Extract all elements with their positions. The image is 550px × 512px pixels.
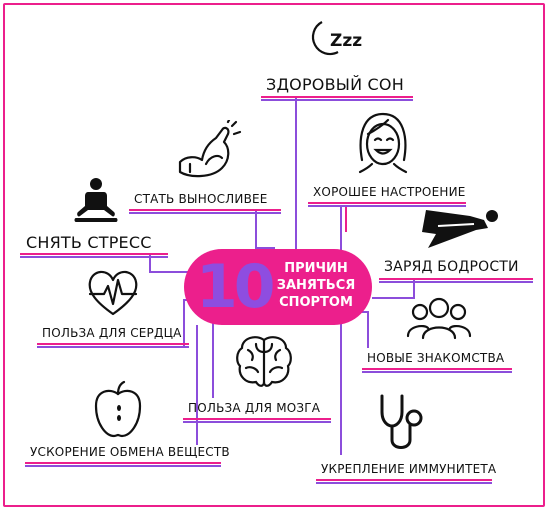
underline-heart-benefit — [37, 343, 189, 348]
underline-relieve-stress — [20, 253, 168, 258]
label-relieve-stress: СНЯТЬ СТРЕСС — [26, 233, 152, 252]
label-immunity: УКРЕПЛЕНИЕ ИММУНИТЕТА — [321, 462, 497, 476]
meditation-icon — [74, 178, 118, 222]
center-title-line-1: ПРИЧИН — [284, 261, 348, 276]
svg-text:Zzz: Zzz — [330, 31, 362, 51]
flexed-arm-icon — [178, 120, 242, 178]
label-good-mood: ХОРОШЕЕ НАСТРОЕНИЕ — [313, 185, 466, 199]
outer-frame — [3, 3, 545, 507]
connector-contacts — [356, 311, 369, 348]
underline-good-mood — [308, 202, 466, 207]
label-healthy-sleep: ЗДОРОВЫЙ СОН — [266, 75, 404, 94]
underline-energy-boost — [379, 278, 533, 283]
underline-new-contacts — [362, 368, 512, 373]
center-title: ПРИЧИН ЗАНЯТЬСЯ СПОРТОМ — [271, 260, 361, 311]
connector-energy — [372, 280, 415, 299]
brain-icon — [236, 336, 292, 387]
zzz-icon: Zzz — [311, 21, 362, 56]
center-title-line-2: ЗАНЯТЬСЯ — [276, 278, 356, 293]
center-badge — [184, 249, 372, 325]
label-heart-benefit: ПОЛЬЗА ДЛЯ СЕРДЦА — [42, 326, 182, 340]
underline-brain-benefit — [183, 418, 331, 423]
stethoscope-icon — [380, 394, 423, 449]
flying-person-icon — [422, 210, 498, 248]
underline-metabolism — [25, 462, 221, 467]
underline-endurance — [129, 209, 281, 214]
apple-icon — [94, 380, 142, 438]
label-metabolism: УСКОРЕНИЕ ОБМЕНА ВЕЩЕСТВ — [30, 445, 230, 459]
center-number: 10 — [196, 252, 275, 322]
label-brain-benefit: ПОЛЬЗА ДЛЯ МОЗГА — [188, 401, 321, 415]
underline-healthy-sleep — [261, 96, 413, 101]
connector-stress — [149, 255, 190, 273]
label-endurance: СТАТЬ ВЫНОСЛИВЕЕ — [134, 192, 268, 206]
label-energy-boost: ЗАРЯД БОДРОСТИ — [384, 259, 519, 275]
smiling-face-icon — [358, 112, 408, 174]
underline-immunity — [316, 479, 492, 484]
label-new-contacts: НОВЫЕ ЗНАКОМСТВА — [367, 351, 505, 365]
heart-pulse-icon — [88, 270, 138, 316]
center-title-line-3: СПОРТОМ — [279, 295, 353, 310]
group-icon — [406, 297, 472, 340]
